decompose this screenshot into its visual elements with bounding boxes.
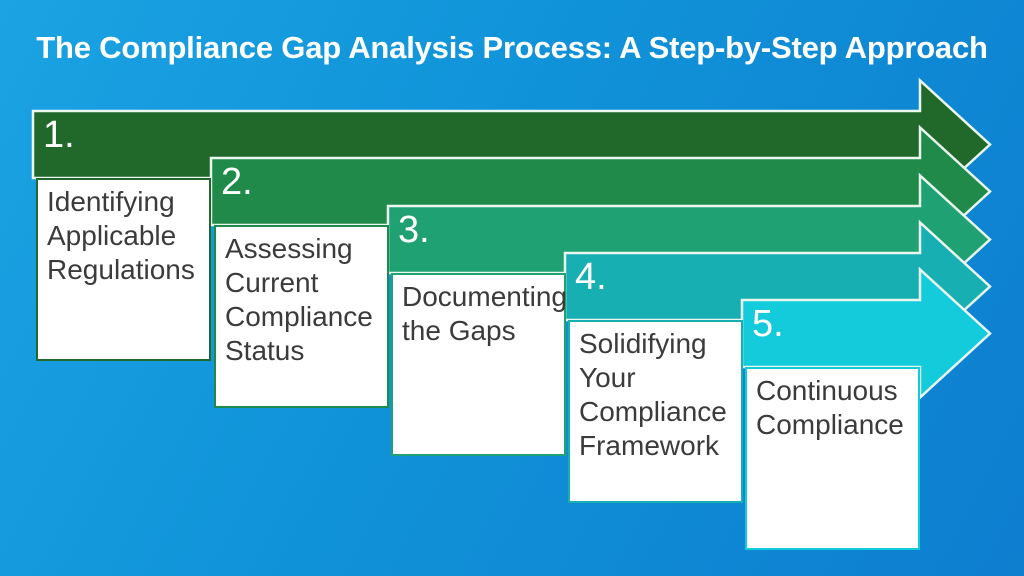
step-number-3: 3. [398, 209, 430, 251]
step-number-4: 4. [575, 256, 607, 298]
step-card-4: Solidifying Your Compliance Framework [568, 320, 743, 503]
step-card-3: Documenting the Gaps [391, 273, 567, 456]
page-title: The Compliance Gap Analysis Process: A S… [36, 30, 988, 65]
step-number-1: 1. [43, 114, 75, 156]
step-card-5: Continuous Compliance [745, 367, 920, 550]
step-number-5: 5. [752, 303, 784, 345]
step-number-2: 2. [221, 161, 253, 203]
step-card-2: Assessing Current Compliance Status [214, 225, 389, 408]
step-card-1: Identifying Applicable Regulations [36, 178, 211, 361]
